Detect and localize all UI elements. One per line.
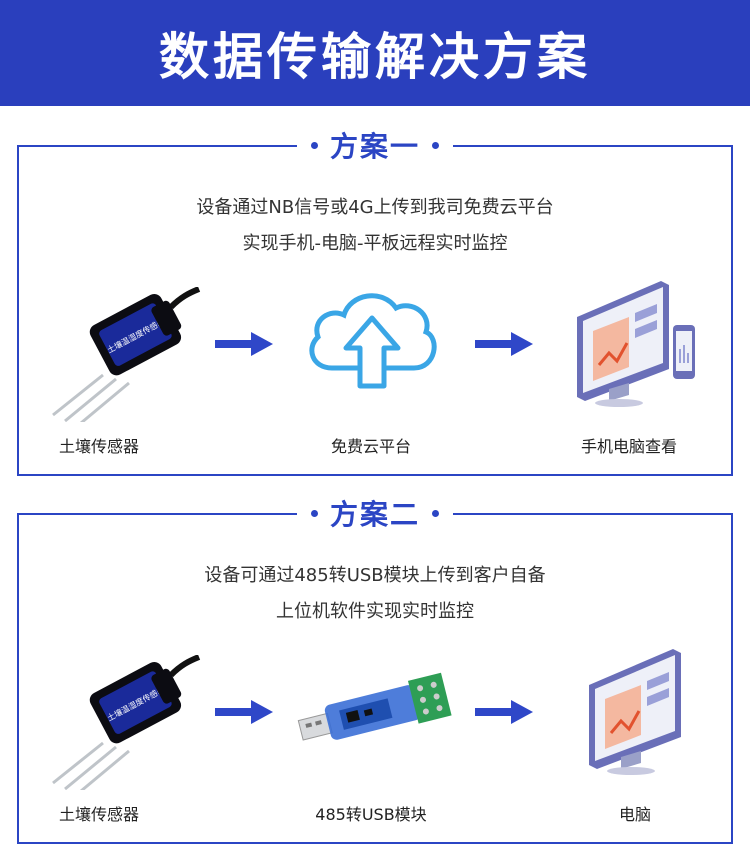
plan-two-title-text: 方案二 — [329, 498, 421, 531]
soil-sensor-icon: 土壤温湿度传感器 — [52, 655, 201, 790]
plan-one-panel: 方案一 设备通过NB信号或4G上传到我司免费云平台 实现手机-电脑-平板远程实时… — [17, 125, 733, 476]
plan-one-title: 方案一 — [296, 125, 454, 165]
arrow-right-icon — [475, 700, 533, 724]
cloud-upload-icon — [309, 293, 437, 389]
page-header: 数据传输解决方案 — [0, 0, 750, 106]
title-dot-right — [432, 509, 440, 517]
soil-sensor-icon: 土壤温湿度传感器 — [52, 287, 201, 422]
monitor-icon — [589, 649, 681, 775]
plan-one-label-view: 手机电脑查看 — [580, 437, 677, 456]
plan-one-title-text: 方案一 — [329, 130, 421, 163]
plan-two-desc-line-1: 设备可通过485转USB模块上传到客户自备 — [204, 565, 546, 586]
plan-one-label-cloud: 免费云平台 — [330, 437, 411, 456]
page-title: 数据传输解决方案 — [159, 28, 591, 86]
plan-two-panel: 方案二 设备可通过485转USB模块上传到客户自备 上位机软件实现实时监控 土壤… — [17, 493, 733, 844]
arrow-right-icon — [215, 332, 273, 356]
usb-module-icon — [297, 672, 452, 741]
plan-one-desc-line-2: 实现手机-电脑-平板远程实时监控 — [242, 233, 508, 254]
title-dot-left — [310, 509, 318, 517]
title-dot-left — [310, 141, 318, 149]
arrow-right-icon — [475, 332, 533, 356]
title-dot-right — [432, 141, 440, 149]
plan-two-desc-line-2: 上位机软件实现实时监控 — [276, 601, 474, 622]
plan-one-label-sensor: 土壤传感器 — [58, 437, 139, 456]
plan-one-desc-line-1: 设备通过NB信号或4G上传到我司免费云平台 — [196, 197, 554, 218]
plan-two-label-pc: 电脑 — [618, 805, 651, 824]
plan-two-label-usb: 485转USB模块 — [315, 805, 427, 824]
plan-two-title: 方案二 — [296, 493, 454, 533]
plan-two-label-sensor: 土壤传感器 — [58, 805, 139, 824]
arrow-right-icon — [215, 700, 273, 724]
monitor-phone-icon — [577, 281, 695, 407]
